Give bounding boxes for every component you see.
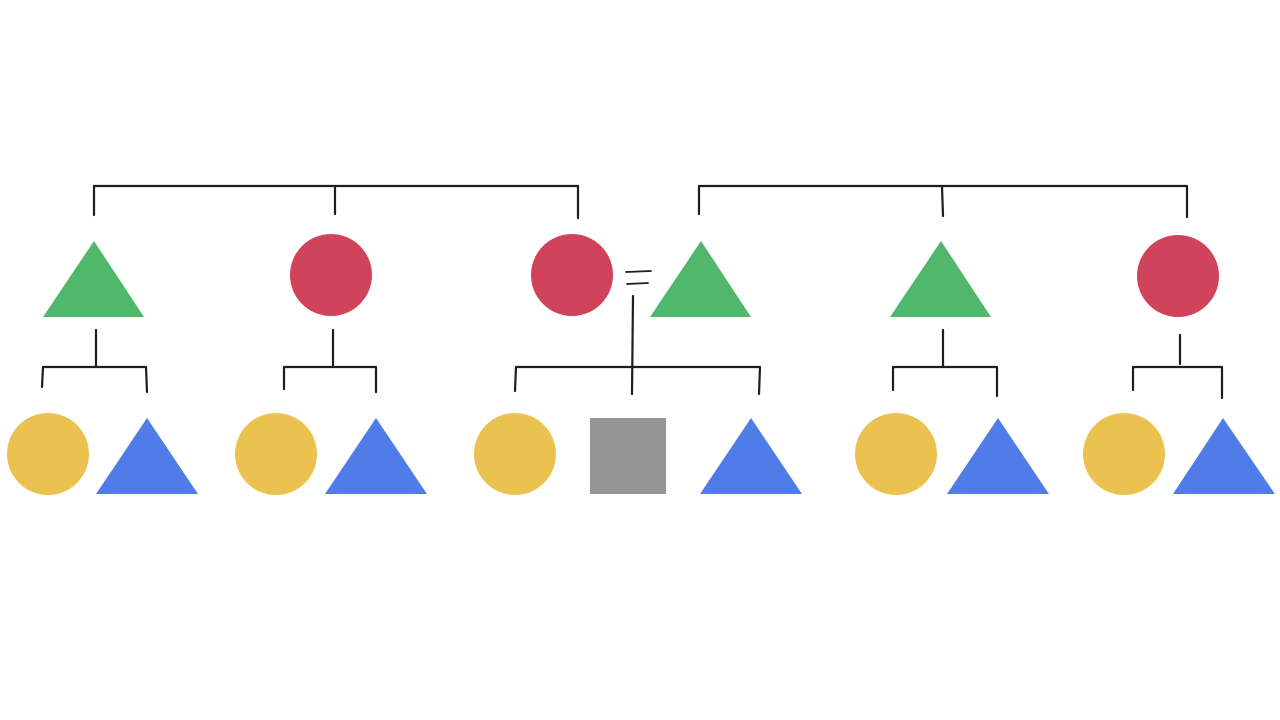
children-bracket-1 [40,328,149,394]
red-circle-icon [290,234,372,316]
yellow-circle-icon [1083,413,1165,495]
green-triangle-icon [890,241,991,317]
blue-triangle-icon [96,418,198,494]
yellow-circle-icon [474,413,556,495]
yellow-circle-icon [7,413,89,495]
children-bracket-3 [513,294,762,396]
red-circle-icon [531,234,613,316]
children-bracket-4 [891,328,999,398]
green-triangle-icon [43,241,144,317]
children-bracket-2 [282,328,378,394]
blue-triangle-icon [1173,418,1275,494]
yellow-circle-icon [235,413,317,495]
blue-triangle-icon [947,418,1049,494]
green-triangle-icon [650,241,751,317]
red-circle-icon [1137,235,1219,317]
sibling-bracket-right [697,184,1189,219]
children-bracket-5 [1131,333,1224,400]
blue-triangle-icon [325,418,427,494]
gray-square-icon [590,418,666,494]
blue-triangle-icon [700,418,802,494]
equals-sign-icon [625,270,652,285]
yellow-circle-icon [855,413,937,495]
sibling-bracket-left [92,184,580,220]
